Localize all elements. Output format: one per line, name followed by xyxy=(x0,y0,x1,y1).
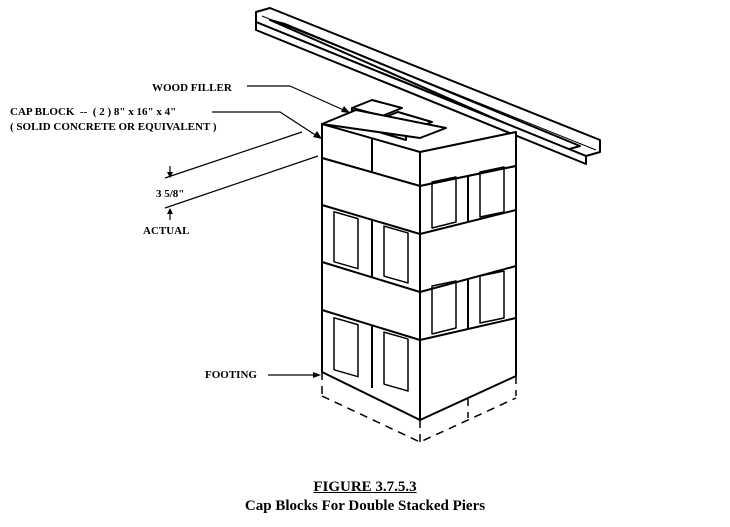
footing-outline xyxy=(321,372,517,443)
cap-block-note: ( SOLID CONCRETE OR EQUIVALENT ) xyxy=(10,121,217,133)
figure-title: Cap Blocks For Double Stacked Piers xyxy=(244,498,486,514)
cap-block-label: CAP BLOCK -- ( 2 ) 8" x 16" x 4" xyxy=(10,106,176,118)
dimension-label: 3 5/8" xyxy=(156,188,184,200)
pier-front-face xyxy=(321,157,421,421)
steel-i-beam xyxy=(255,7,601,165)
wood-filler-label: WOOD FILLER xyxy=(152,82,233,94)
pier-right-face xyxy=(419,165,517,421)
actual-label: ACTUAL xyxy=(143,225,189,237)
arrowheads xyxy=(167,106,350,378)
leader-lines xyxy=(164,85,349,376)
figure-number: FIGURE 3.7.5.3 xyxy=(313,479,417,495)
cap-blocks xyxy=(321,109,517,187)
footing-label: FOOTING xyxy=(205,369,257,381)
